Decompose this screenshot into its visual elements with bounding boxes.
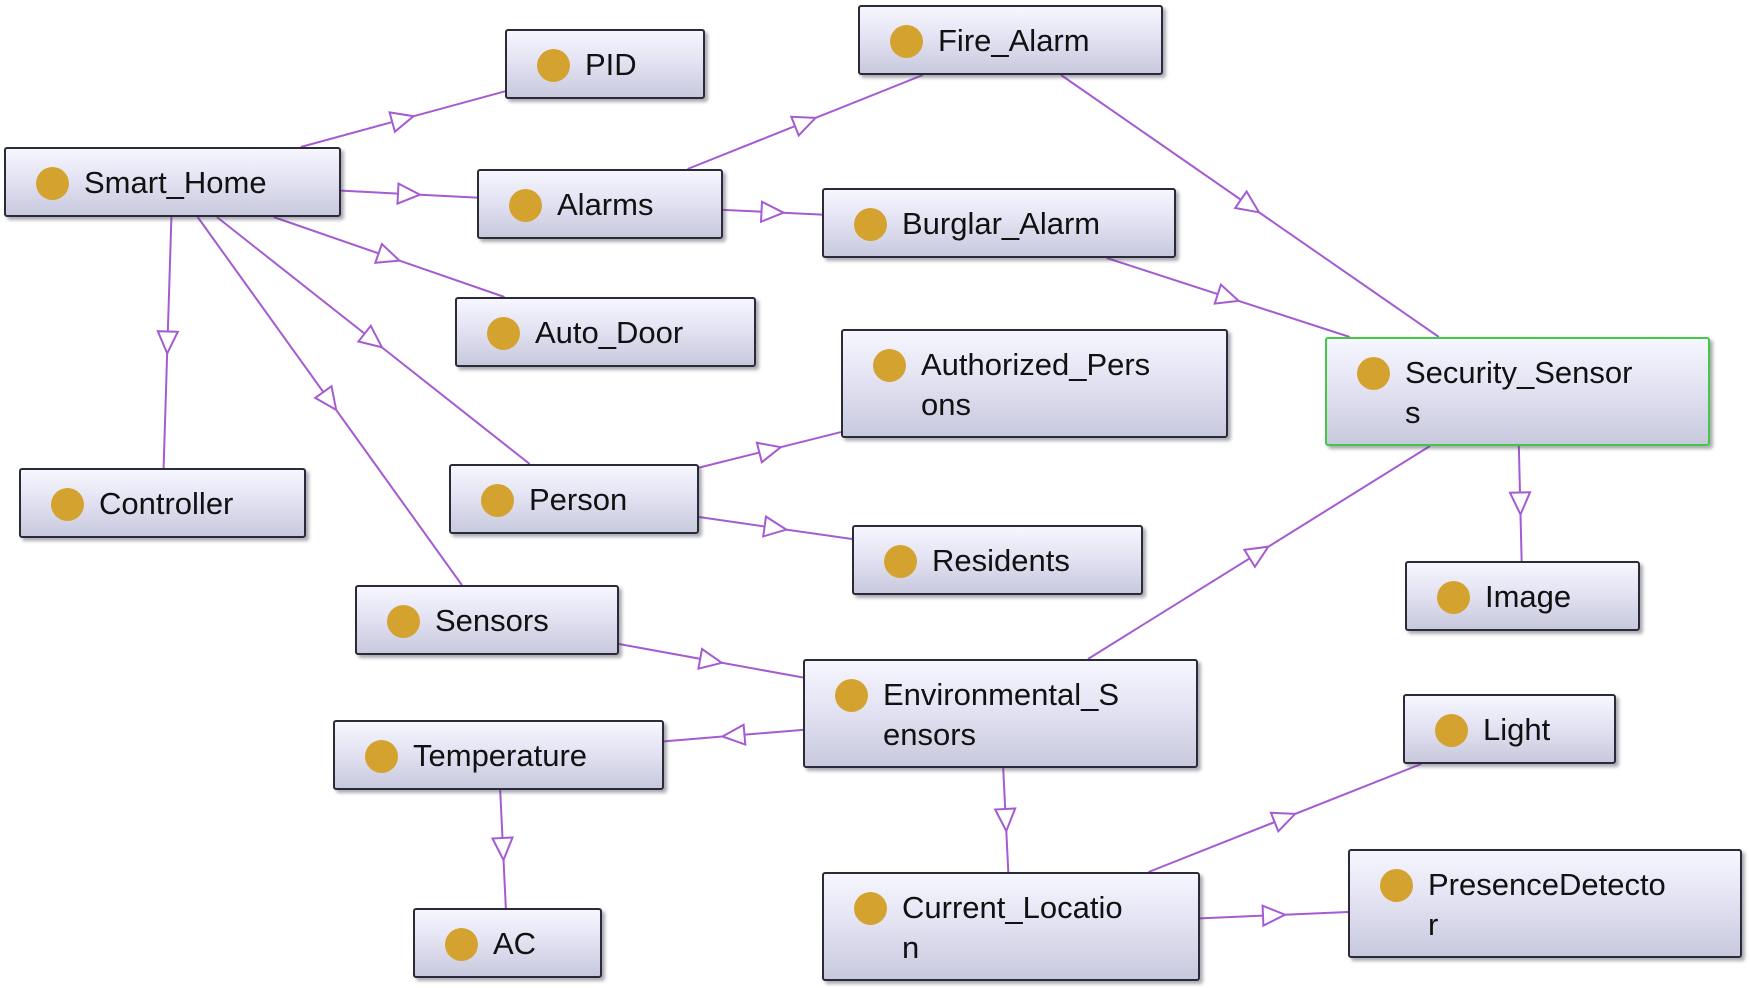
node-label: AC <box>493 926 537 961</box>
node-label: Auto_Door <box>535 315 684 350</box>
node-authorized-persons[interactable]: Authorized_Pers ons <box>841 329 1228 438</box>
arrowhead-icon <box>993 807 1017 834</box>
class-circle-icon <box>854 892 887 925</box>
node-auto-door[interactable]: Auto_Door <box>455 297 756 367</box>
class-circle-icon <box>873 349 906 382</box>
arrowhead-icon <box>313 384 338 412</box>
node-label: Smart_Home <box>84 165 267 200</box>
node-label: Person <box>529 482 628 517</box>
arrowhead-icon <box>789 115 818 138</box>
arrowhead-icon <box>388 111 416 134</box>
arrowhead-icon <box>373 242 402 264</box>
node-environmental-sensors[interactable]: Environmental_S ensors <box>803 659 1198 768</box>
arrowhead-icon <box>697 647 725 671</box>
node-current-location[interactable]: Current_Locatio n <box>822 872 1200 981</box>
node-person[interactable]: Person <box>449 464 699 534</box>
node-label: Current_Locatio n <box>902 890 1123 965</box>
arrowhead-icon <box>720 723 747 747</box>
class-circle-icon <box>387 605 420 638</box>
node-label: Temperature <box>413 738 588 773</box>
arrowhead-icon <box>759 200 786 224</box>
class-circle-icon <box>1380 869 1413 902</box>
arrowhead-icon <box>490 836 515 863</box>
arrowhead-icon <box>1242 545 1271 569</box>
class-circle-icon <box>835 679 868 712</box>
node-smart-home[interactable]: Smart_Home <box>4 147 341 217</box>
node-label: Fire_Alarm <box>938 23 1090 58</box>
class-circle-icon <box>487 317 520 350</box>
arrowhead-icon <box>156 330 180 356</box>
node-label: Environmental_S ensors <box>883 677 1120 752</box>
class-circle-icon <box>509 189 542 222</box>
class-circle-icon <box>537 49 570 82</box>
node-label: Authorized_Pers ons <box>921 347 1151 422</box>
node-label: Residents <box>932 543 1070 578</box>
node-label: Light <box>1483 712 1551 747</box>
node-presence-detector[interactable]: PresenceDetecto r <box>1348 849 1742 958</box>
node-label: PresenceDetecto r <box>1428 867 1666 942</box>
arrowhead-icon <box>1213 282 1241 305</box>
arrowhead-icon <box>1233 189 1261 214</box>
node-security-sensors[interactable]: Security_Sensor s <box>1325 337 1710 446</box>
arrowhead-icon <box>396 181 423 206</box>
class-circle-icon <box>1357 357 1390 390</box>
node-label: Image <box>1485 579 1572 614</box>
node-label: Controller <box>99 486 234 521</box>
class-circle-icon <box>1435 714 1468 747</box>
arrowhead-icon <box>755 441 784 464</box>
node-burglar-alarm[interactable]: Burglar_Alarm <box>822 188 1176 258</box>
node-light[interactable]: Light <box>1403 694 1616 764</box>
arrowhead-icon <box>761 514 789 538</box>
class-circle-icon <box>890 25 923 58</box>
class-circle-icon <box>445 928 478 961</box>
node-controller[interactable]: Controller <box>19 468 306 538</box>
node-sensors[interactable]: Sensors <box>355 585 619 655</box>
node-image[interactable]: Image <box>1405 561 1640 631</box>
class-circle-icon <box>1437 581 1470 614</box>
class-circle-icon <box>481 484 514 517</box>
node-label: Security_Sensor s <box>1405 355 1633 430</box>
node-label: PID <box>585 47 637 82</box>
class-circle-icon <box>51 488 84 521</box>
node-ac[interactable]: AC <box>413 908 602 978</box>
class-circle-icon <box>365 740 398 773</box>
node-temperature[interactable]: Temperature <box>333 720 664 790</box>
arrowhead-icon <box>356 323 384 349</box>
arrowhead-icon <box>1261 904 1288 928</box>
class-circle-icon <box>854 208 887 241</box>
node-label: Sensors <box>435 603 549 638</box>
node-alarms[interactable]: Alarms <box>477 169 723 239</box>
node-label: Alarms <box>557 187 654 222</box>
arrowhead-icon <box>1508 491 1532 517</box>
class-circle-icon <box>884 545 917 578</box>
class-circle-icon <box>36 167 69 200</box>
node-fire-alarm[interactable]: Fire_Alarm <box>858 5 1163 75</box>
node-residents[interactable]: Residents <box>852 525 1143 595</box>
node-label: Burglar_Alarm <box>902 206 1101 241</box>
arrowhead-icon <box>1269 811 1298 834</box>
node-pid[interactable]: PID <box>505 29 705 99</box>
